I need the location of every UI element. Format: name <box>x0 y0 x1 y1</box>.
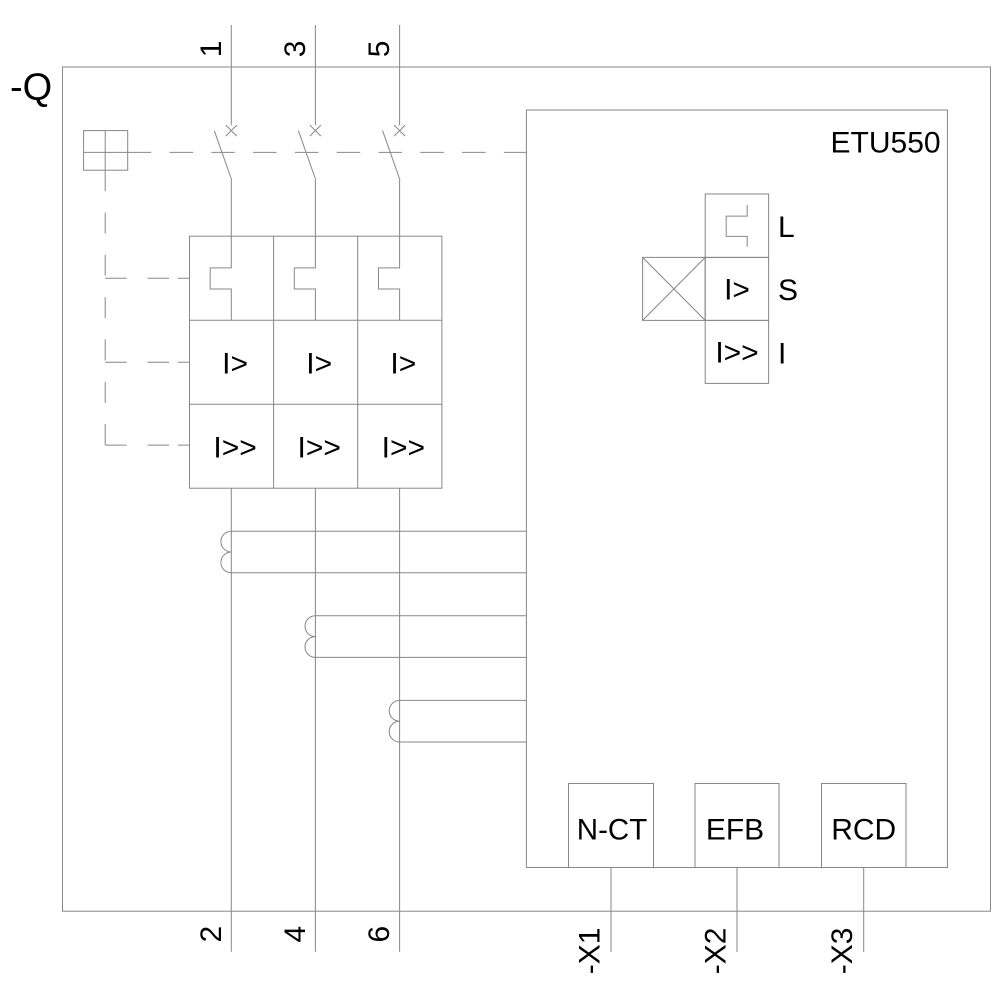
svg-text:1: 1 <box>195 41 228 58</box>
svg-text:I>: I> <box>306 347 332 380</box>
svg-text:I>: I> <box>724 274 750 307</box>
svg-text:I>>: I>> <box>298 431 341 464</box>
svg-text:S: S <box>778 274 798 307</box>
svg-text:N-CT: N-CT <box>577 813 647 846</box>
svg-text:I>>: I>> <box>715 337 758 370</box>
svg-text:ETU550: ETU550 <box>831 126 941 159</box>
svg-text:5: 5 <box>363 41 396 58</box>
svg-text:-X2: -X2 <box>699 928 732 975</box>
svg-text:RCD: RCD <box>831 813 896 846</box>
svg-text:-X1: -X1 <box>573 928 606 975</box>
svg-text:-X3: -X3 <box>826 928 859 975</box>
svg-text:EFB: EFB <box>706 813 764 846</box>
svg-text:6: 6 <box>363 926 396 943</box>
svg-text:L: L <box>778 211 795 244</box>
svg-text:I>>: I>> <box>213 431 256 464</box>
svg-text:I: I <box>778 337 786 370</box>
svg-text:2: 2 <box>195 926 228 943</box>
svg-text:I>: I> <box>222 347 248 380</box>
svg-text:4: 4 <box>279 926 312 943</box>
svg-text:-Q: -Q <box>10 66 52 108</box>
svg-text:I>: I> <box>390 347 416 380</box>
svg-text:3: 3 <box>279 41 312 58</box>
svg-text:I>>: I>> <box>382 431 425 464</box>
